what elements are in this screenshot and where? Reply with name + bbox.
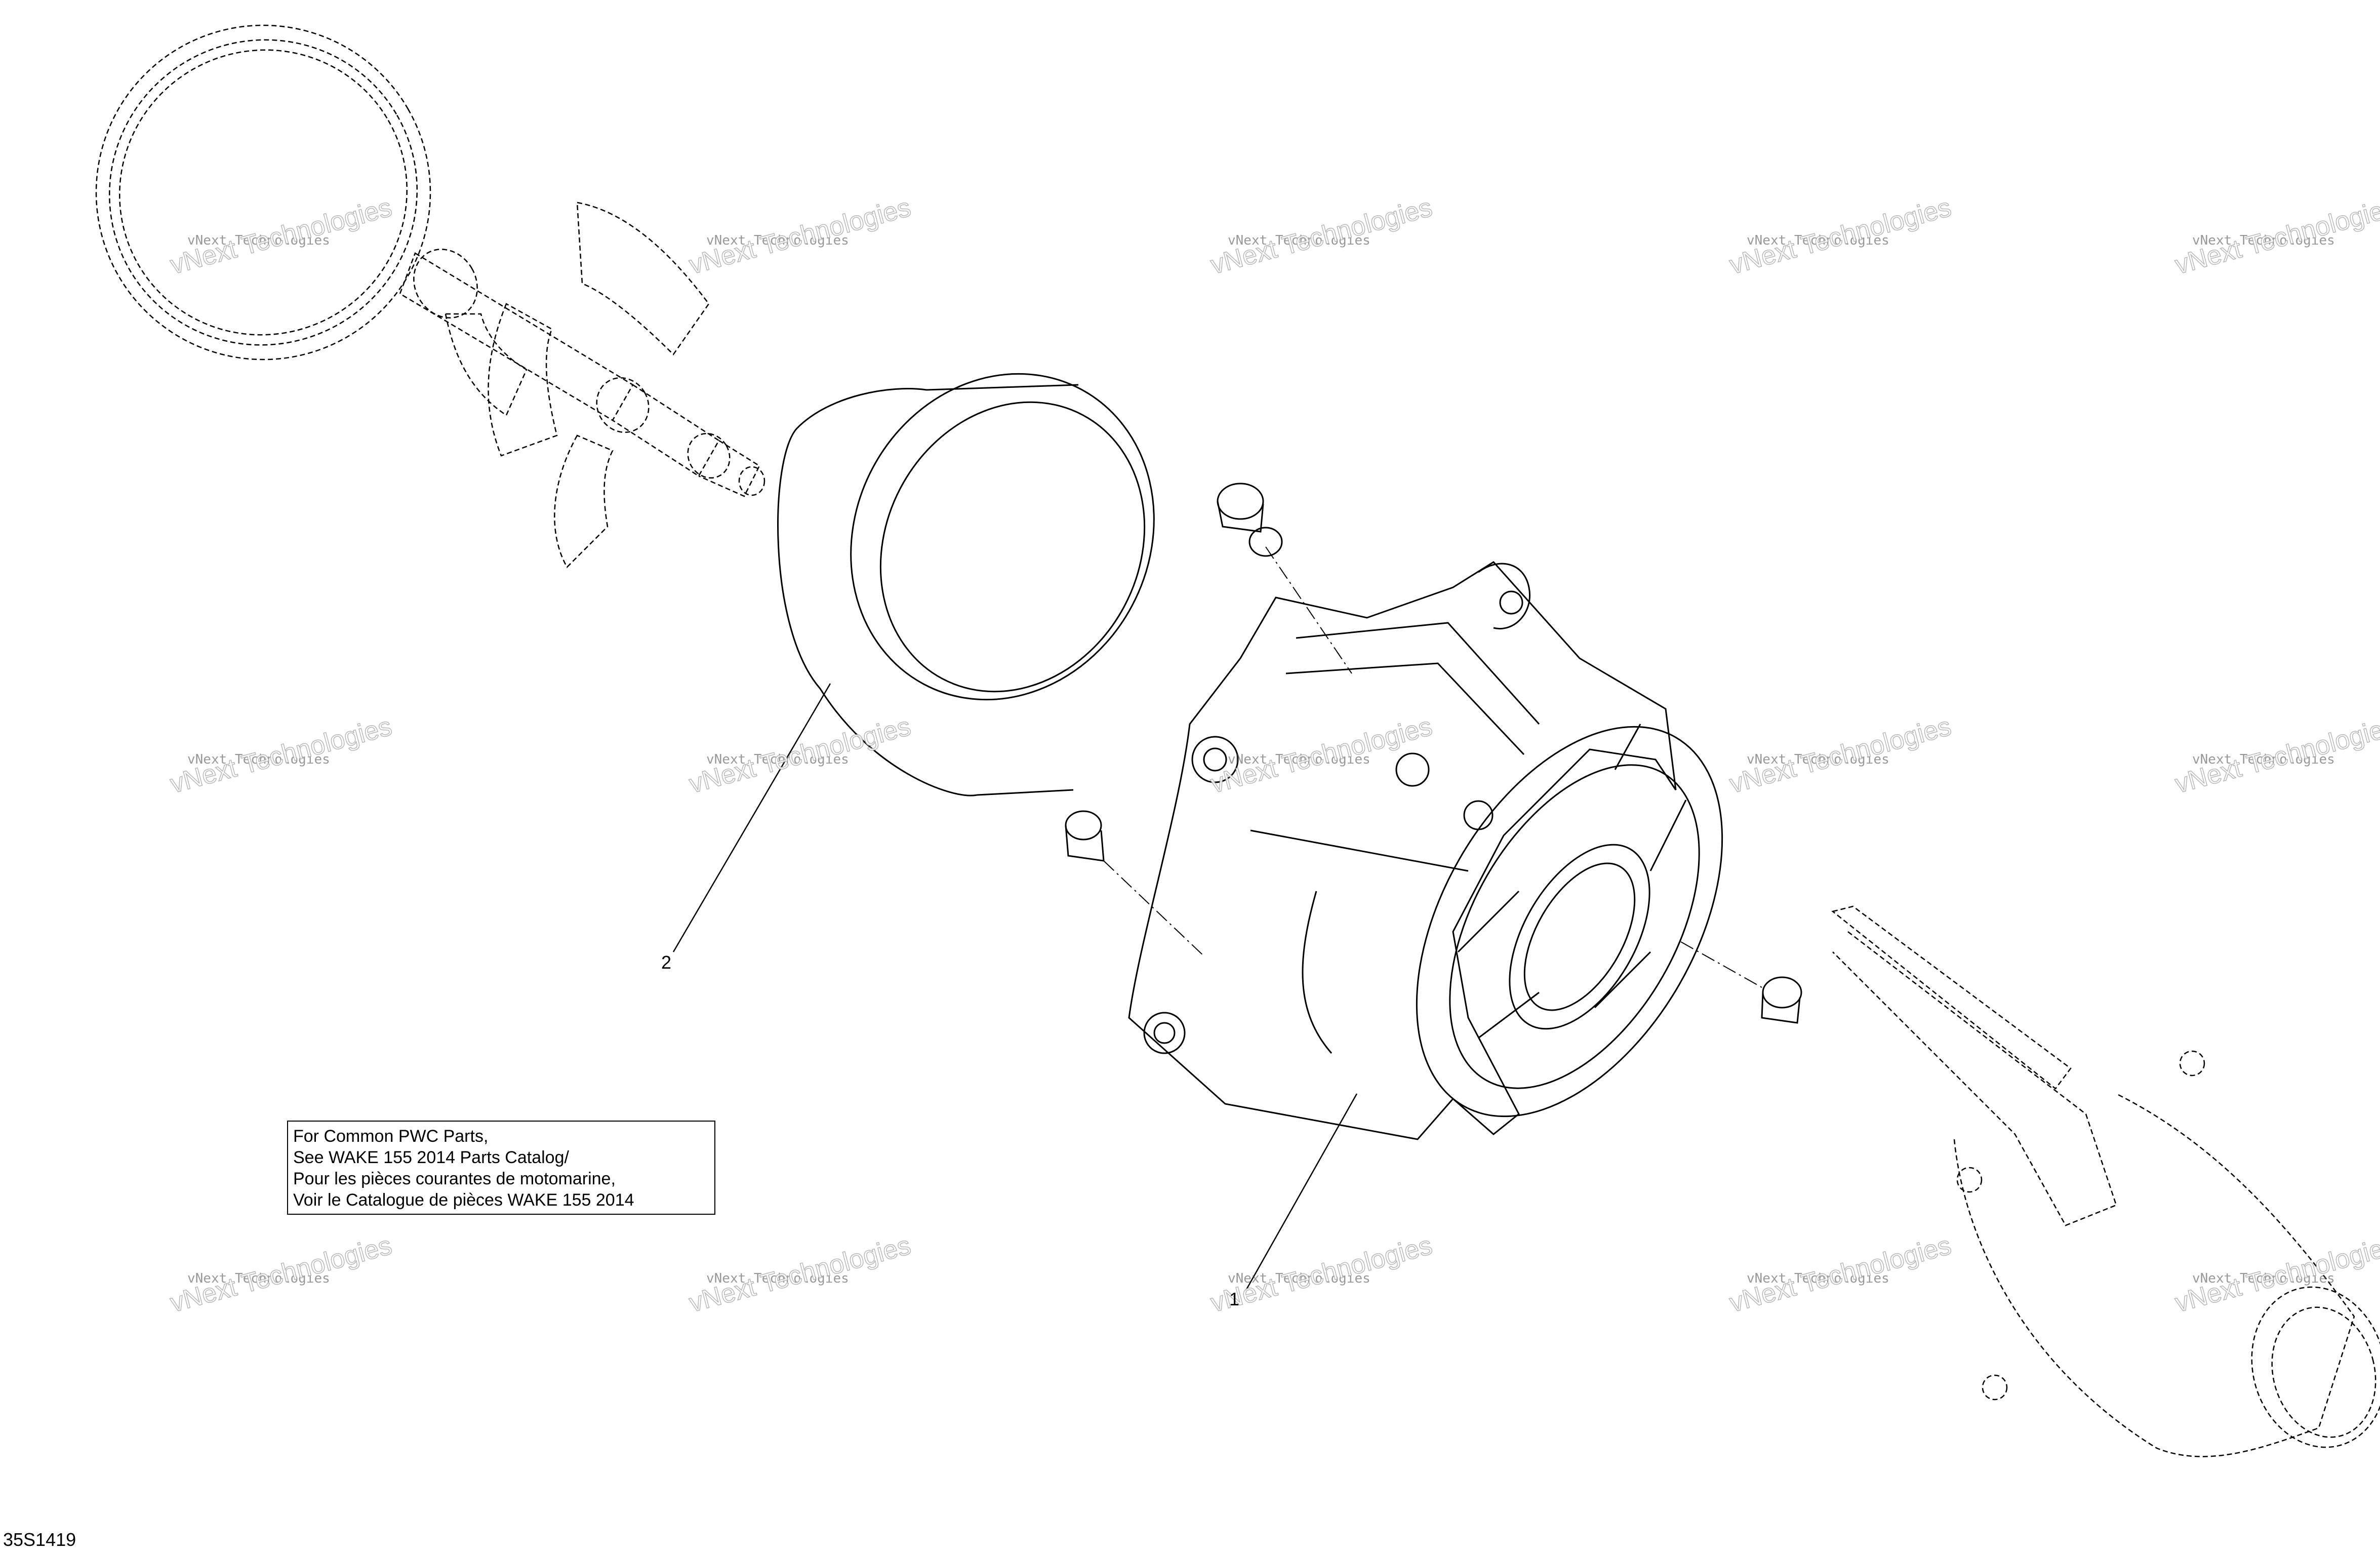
note-line: Pour les pièces courantes de motomarine, xyxy=(293,1169,616,1188)
common-parts-note: For Common PWC Parts, See WAKE 155 2014 … xyxy=(287,1121,715,1215)
note-line: See WAKE 155 2014 Parts Catalog/ xyxy=(293,1148,569,1167)
venturi-nozzle-dashed xyxy=(1831,905,2380,1457)
plug-right xyxy=(1761,976,1802,1024)
note-line: Voir le Catalogue de pièces WAKE 155 201… xyxy=(293,1190,634,1210)
leader-lines xyxy=(672,683,1358,1292)
impeller-dashed xyxy=(399,202,765,569)
part-2-ring xyxy=(777,373,1155,796)
callout-1: 1 xyxy=(1229,1289,1240,1309)
part-1-pump-housing xyxy=(1128,561,1723,1140)
wear-ring-dashed xyxy=(95,24,431,361)
diagram-id: 35S1419 xyxy=(3,1529,76,1550)
callout-2: 2 xyxy=(661,952,672,973)
plug-left xyxy=(1065,810,1105,862)
note-line: For Common PWC Parts, xyxy=(293,1127,489,1146)
screw-upper xyxy=(1217,483,1283,557)
assembly-centerlines xyxy=(1103,546,1762,988)
